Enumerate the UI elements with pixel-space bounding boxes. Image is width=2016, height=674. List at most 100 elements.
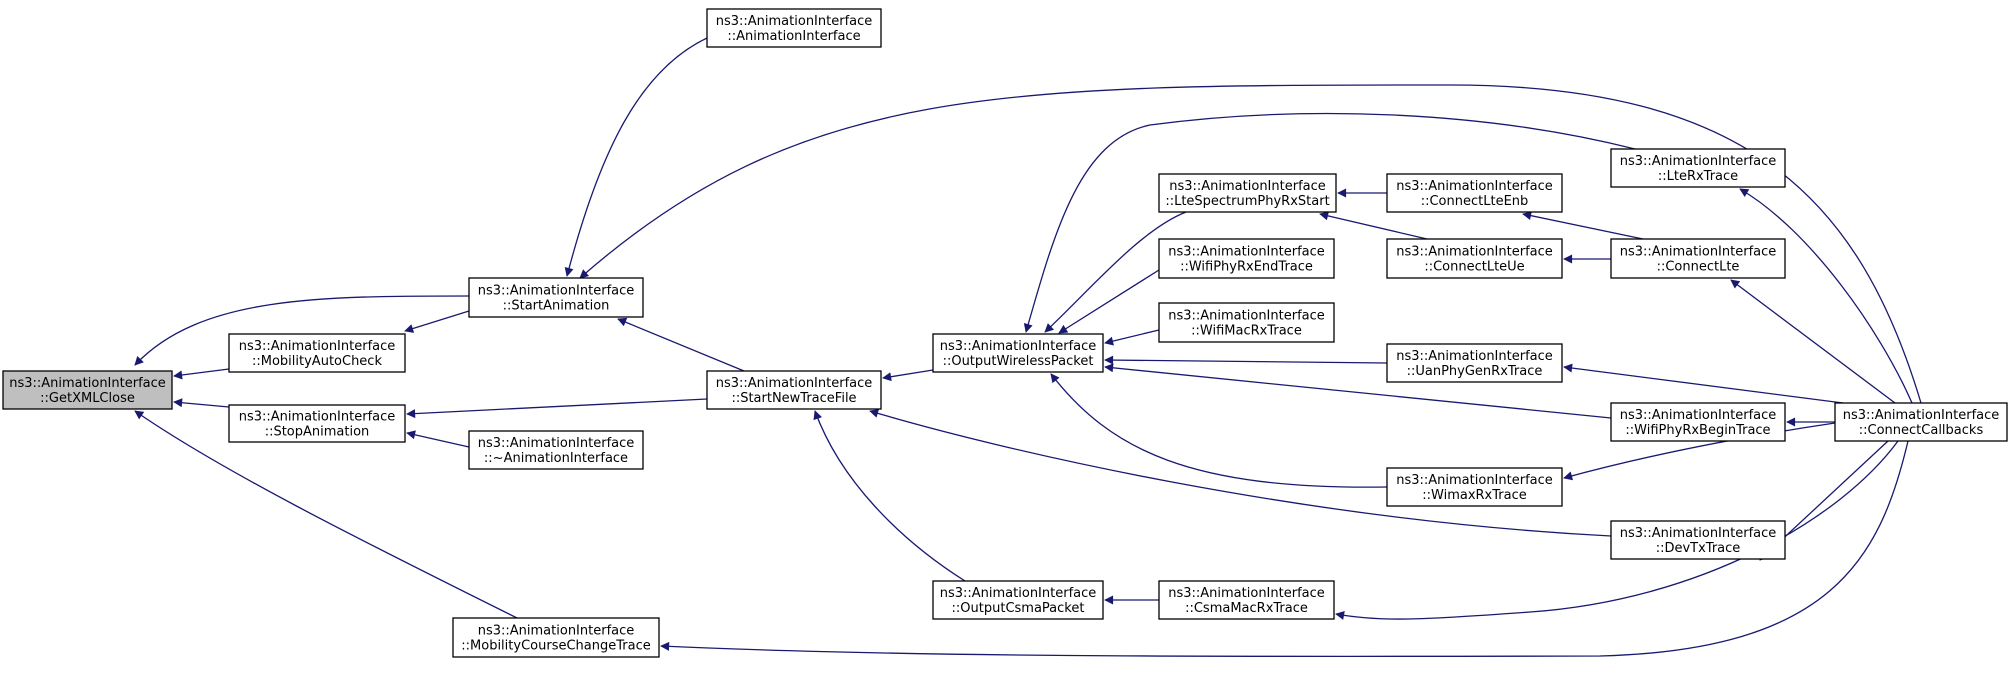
node-method-label: ::StartAnimation	[503, 299, 610, 314]
node-namespace-label: ns3::AnimationInterface	[940, 586, 1097, 601]
node-ltexrxtrace[interactable]: ns3::AnimationInterface::LteRxTrace	[1610, 148, 1786, 188]
node-box	[706, 370, 882, 410]
node-method-label: ::ConnectLteUe	[1424, 260, 1524, 275]
node-namespace-label: ns3::AnimationInterface	[1168, 245, 1325, 260]
node-stopanimation[interactable]: ns3::AnimationInterface::StopAnimation	[228, 404, 406, 443]
node-connectlteue[interactable]: ns3::AnimationInterface::ConnectLteUe	[1386, 238, 1563, 279]
edge-startnewtracefile-to-startanimation	[617, 317, 745, 372]
node-namespace-label: ns3::AnimationInterface	[239, 339, 396, 354]
node-method-label: ::WimaxRxTrace	[1422, 488, 1526, 503]
node-outputwirelesspacket[interactable]: ns3::AnimationInterface::OutputWirelessP…	[932, 333, 1104, 373]
node-method-label: ::MobilityAutoCheck	[252, 354, 382, 369]
node-box	[1386, 343, 1563, 383]
edge-wifimacrxtrace-to-outputwirelesspacket	[1104, 329, 1160, 346]
node-ltespectrumphyrxstart[interactable]: ns3::AnimationInterface::LteSpectrumPhyR…	[1158, 173, 1337, 213]
node-startanimation[interactable]: ns3::AnimationInterface::StartAnimation	[468, 277, 644, 318]
edge-connectlteue-to-ltespectrumphyrxstart	[1319, 211, 1428, 240]
node-method-label: ::~AnimationInterface	[484, 451, 628, 466]
node-method-label: ::OutputWirelessPacket	[943, 354, 1094, 369]
node-method-label: ::WifiPhyRxEndTrace	[1180, 260, 1313, 275]
node-wifiphyrxendtrace[interactable]: ns3::AnimationInterface::WifiPhyRxEndTra…	[1158, 238, 1335, 279]
node-namespace-label: ns3::AnimationInterface	[1168, 586, 1325, 601]
node-method-label: ::AnimationInterface	[727, 29, 860, 44]
edges	[134, 37, 1922, 658]
node-method-label: ::MobilityCourseChangeTrace	[461, 639, 650, 654]
node-wimaxrxtrace[interactable]: ns3::AnimationInterface::WimaxRxTrace	[1386, 467, 1563, 507]
node-box	[1610, 148, 1786, 188]
node-destructor[interactable]: ns3::AnimationInterface::~AnimationInter…	[468, 430, 644, 470]
node-box	[1834, 402, 2008, 442]
edge-ltexrxtrace-to-outputwirelesspacket	[1023, 112, 1636, 333]
node-namespace-label: ns3::AnimationInterface	[716, 14, 873, 29]
node-box	[228, 333, 406, 373]
node-method-label: ::WifiMacRxTrace	[1191, 324, 1302, 339]
edge-startnewtracefile-to-stopanimation	[406, 398, 708, 419]
nodes: ns3::AnimationInterface::GetXMLClosens3:…	[2, 8, 2008, 658]
edge-wifiphyrxbegintrace-to-outputwirelesspacket	[1104, 363, 1612, 419]
node-box	[1386, 467, 1563, 507]
node-box	[468, 277, 644, 318]
edge-connectcallbacks-to-startanimation	[579, 84, 1922, 404]
node-box	[1386, 173, 1563, 213]
node-namespace-label: ns3::AnimationInterface	[478, 436, 635, 451]
node-namespace-label: ns3::AnimationInterface	[9, 376, 166, 391]
edge-outputwirelesspacket-to-startnewtracefile	[882, 369, 934, 382]
node-box	[468, 430, 644, 470]
edge-connectcallbacks-to-csmamacrxtrace	[1335, 440, 1899, 620]
node-box	[1610, 238, 1786, 279]
node-connectcallbacks[interactable]: ns3::AnimationInterface::ConnectCallback…	[1834, 402, 2008, 442]
node-method-label: ::UanPhyGenRxTrace	[1407, 364, 1543, 379]
node-namespace-label: ns3::AnimationInterface	[1396, 473, 1553, 488]
edge-uanphygenrxtrace-to-outputwirelesspacket	[1104, 355, 1388, 365]
edge-mobilityautocheck-to-getxmlclose	[173, 368, 230, 380]
node-namespace-label: ns3::AnimationInterface	[940, 339, 1097, 354]
node-method-label: ::LteSpectrumPhyRxStart	[1165, 194, 1329, 209]
edge-connectcallbacks-to-mobilitycoursechangetrace	[660, 440, 1909, 658]
node-connectlte[interactable]: ns3::AnimationInterface::ConnectLte	[1610, 238, 1786, 279]
node-box	[1158, 580, 1335, 620]
node-method-label: ::DevTxTrace	[1656, 541, 1741, 556]
node-method-label: ::ConnectLteEnb	[1421, 194, 1529, 209]
edge-destructor-to-stopanimation	[406, 430, 470, 448]
node-box	[452, 617, 660, 658]
node-box	[932, 333, 1104, 373]
node-namespace-label: ns3::AnimationInterface	[478, 284, 635, 299]
node-csmamacrxtrace[interactable]: ns3::AnimationInterface::CsmaMacRxTrace	[1158, 580, 1335, 620]
node-mobilitycoursechangetrace[interactable]: ns3::AnimationInterface::MobilityCourseC…	[452, 617, 660, 658]
node-namespace-label: ns3::AnimationInterface	[1843, 408, 2000, 423]
node-box	[2, 370, 173, 410]
node-namespace-label: ns3::AnimationInterface	[1620, 245, 1777, 260]
node-box	[932, 580, 1104, 620]
node-box	[1386, 238, 1563, 279]
node-connectlteenb[interactable]: ns3::AnimationInterface::ConnectLteEnb	[1386, 173, 1563, 213]
node-startnewtracefile[interactable]: ns3::AnimationInterface::StartNewTraceFi…	[706, 370, 882, 410]
node-uanphygenrxtrace[interactable]: ns3::AnimationInterface::UanPhyGenRxTrac…	[1386, 343, 1563, 383]
node-box	[1158, 173, 1337, 213]
node-namespace-label: ns3::AnimationInterface	[1620, 408, 1777, 423]
node-namespace-label: ns3::AnimationInterface	[1620, 154, 1777, 169]
node-outputcsmapacket[interactable]: ns3::AnimationInterface::OutputCsmaPacke…	[932, 580, 1104, 620]
node-getxmlclose[interactable]: ns3::AnimationInterface::GetXMLClose	[2, 370, 173, 410]
node-box	[1610, 520, 1786, 560]
node-method-label: ::CsmaMacRxTrace	[1185, 601, 1308, 616]
edge-connectcallbacks-to-uanphygenrxtrace	[1563, 363, 1844, 404]
edge-startanimation-to-mobilityautocheck	[404, 310, 470, 333]
node-box	[1610, 402, 1786, 442]
node-namespace-label: ns3::AnimationInterface	[1169, 179, 1326, 194]
node-constructor[interactable]: ns3::AnimationInterface::AnimationInterf…	[706, 8, 882, 48]
node-mobilityautocheck[interactable]: ns3::AnimationInterface::MobilityAutoChe…	[228, 333, 406, 373]
node-wifiphyrxbegintrace[interactable]: ns3::AnimationInterface::WifiPhyRxBeginT…	[1610, 402, 1786, 442]
node-method-label: ::StartNewTraceFile	[731, 391, 856, 406]
node-method-label: ::WifiPhyRxBeginTrace	[1625, 423, 1770, 438]
edge-stopanimation-to-getxmlclose	[173, 398, 230, 408]
edge-devtxtrace-to-startnewtracefile	[869, 409, 1612, 537]
node-wifimacrxtrace[interactable]: ns3::AnimationInterface::WifiMacRxTrace	[1158, 302, 1335, 343]
edge-mobilitycoursechangetrace-to-getxmlclose	[134, 410, 518, 619]
node-devtxtrace[interactable]: ns3::AnimationInterface::DevTxTrace	[1610, 520, 1786, 560]
edge-wimaxrxtrace-to-outputwirelesspacket	[1050, 373, 1388, 488]
node-namespace-label: ns3::AnimationInterface	[1396, 245, 1553, 260]
node-namespace-label: ns3::AnimationInterface	[478, 624, 635, 639]
node-box	[228, 404, 406, 443]
edge-wifiphyrxendtrace-to-outputwirelesspacket	[1058, 269, 1160, 334]
